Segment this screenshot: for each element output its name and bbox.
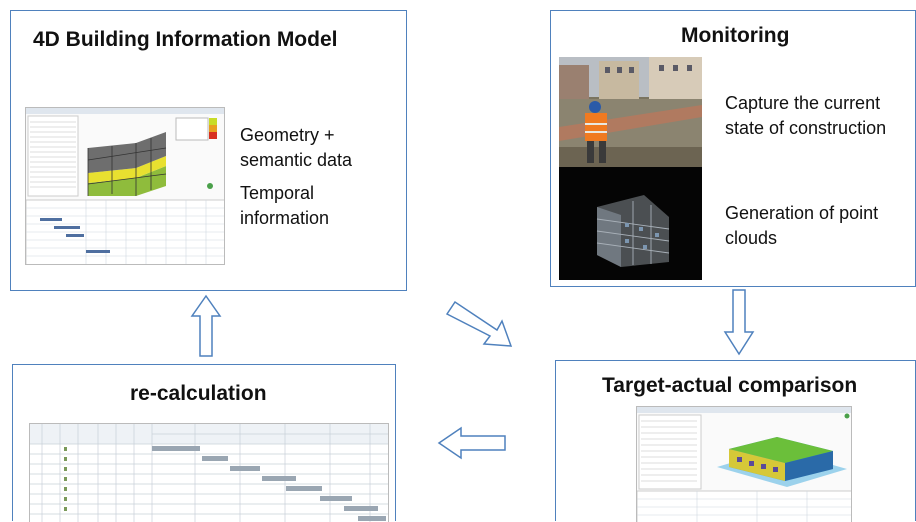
capture-text-line2: state of construction [725, 118, 887, 138]
bim-temporal-text: Temporal [240, 183, 315, 203]
bim-geometry-text: Geometry + [240, 125, 335, 145]
bim-title: 4D Building Information Model [33, 28, 338, 51]
comparison-software-screenshot [636, 406, 852, 522]
bim-information-text: information [240, 208, 330, 228]
recalculation-gantt-screenshot [29, 423, 389, 522]
monitoring-title: Monitoring [681, 24, 790, 47]
monitoring-box: Monitoring [550, 10, 916, 287]
down-arrow-icon [723, 288, 755, 356]
recalculation-box: re-calculation [12, 364, 396, 522]
recalculation-title: re-calculation [130, 382, 267, 405]
capture-text-line1: Capture the current [725, 93, 881, 113]
diagonal-arrow-icon [444, 297, 514, 349]
bim-software-screenshot [25, 107, 225, 265]
comparison-title: Target-actual comparison [602, 374, 858, 397]
construction-site-photo [559, 57, 702, 167]
left-arrow-icon [437, 425, 507, 461]
comparison-box: Target-actual comparison [555, 360, 916, 522]
up-arrow-icon [190, 294, 222, 358]
bim-box: 4D Building Information Model [10, 10, 407, 291]
bim-semantic-text: semantic data [240, 150, 353, 170]
point-cloud-text-line2: clouds [725, 228, 778, 248]
point-cloud-image [559, 167, 702, 280]
point-cloud-text-line1: Generation of point [725, 203, 879, 223]
